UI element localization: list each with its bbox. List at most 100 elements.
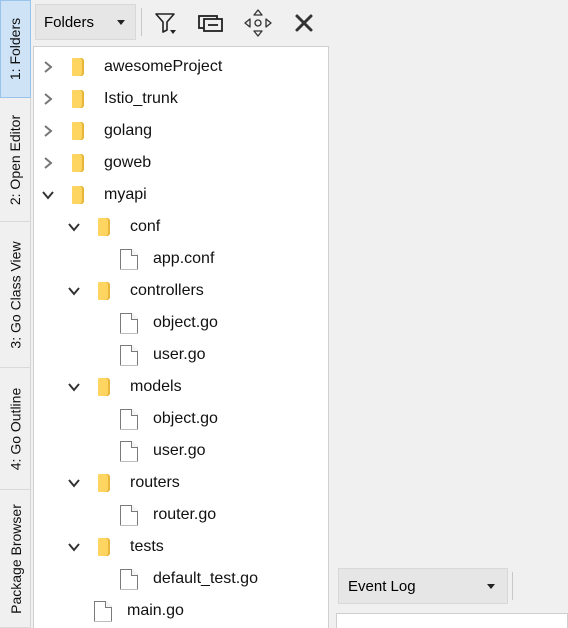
tree-file-row[interactable]: object.go xyxy=(34,307,328,339)
chevron-down-icon xyxy=(487,584,495,589)
tree-item-label: routers xyxy=(130,474,180,491)
filter-button[interactable] xyxy=(151,8,181,38)
tree-item-label: default_test.go xyxy=(153,570,258,587)
tree-item-label: goweb xyxy=(104,154,152,171)
chevron-down-icon[interactable] xyxy=(66,219,82,235)
tree-file-row[interactable]: router.go xyxy=(34,499,328,531)
tree-file-row[interactable]: default_test.go xyxy=(34,563,328,595)
file-icon xyxy=(94,600,112,622)
toolbar-divider xyxy=(141,8,142,36)
folder-icon xyxy=(98,378,110,396)
chevron-right-icon[interactable] xyxy=(40,91,56,107)
file-icon xyxy=(120,408,138,430)
tab-open-editor[interactable]: 2: Open Editor xyxy=(0,98,31,222)
chevron-down-icon xyxy=(117,20,125,25)
chevron-right-icon[interactable] xyxy=(40,155,56,171)
tree-item-label: object.go xyxy=(153,410,218,427)
collapse-all-button[interactable] xyxy=(195,8,225,38)
file-icon xyxy=(120,312,138,334)
chevron-down-icon[interactable] xyxy=(66,475,82,491)
folder-icon xyxy=(72,58,84,76)
tree-folder-row[interactable]: myapi xyxy=(34,179,328,211)
tree-item-label: conf xyxy=(130,218,161,235)
tree-item-label: models xyxy=(130,378,182,395)
event-log-label: Event Log xyxy=(348,577,416,595)
file-icon xyxy=(120,568,138,590)
chevron-down-icon[interactable] xyxy=(66,539,82,555)
tree-file-row[interactable]: app.conf xyxy=(34,243,328,275)
tree-indent-spacer xyxy=(92,411,108,427)
tree-folder-row[interactable]: goweb xyxy=(34,147,328,179)
tree-folder-row[interactable]: controllers xyxy=(34,275,328,307)
tree-item-label: awesomeProject xyxy=(104,58,223,75)
folders-dropdown-label: Folders xyxy=(44,13,95,31)
tree-folder-row[interactable]: awesomeProject xyxy=(34,51,328,83)
event-log-divider xyxy=(512,572,513,600)
folder-icon xyxy=(72,90,84,108)
chevron-right-icon[interactable] xyxy=(40,123,56,139)
tree-indent-spacer xyxy=(92,507,108,523)
tree-item-label: Istio_trunk xyxy=(104,90,178,107)
tree-folder-row[interactable]: tests xyxy=(34,531,328,563)
filter-icon xyxy=(155,13,176,34)
tree-file-row[interactable]: user.go xyxy=(34,339,328,371)
event-log-dropdown[interactable]: Event Log xyxy=(338,568,508,604)
file-icon xyxy=(120,248,138,270)
move-icon xyxy=(244,9,272,37)
editor-area xyxy=(330,0,568,628)
chevron-down-icon[interactable] xyxy=(66,379,82,395)
tab-folders[interactable]: 1: Folders xyxy=(0,0,31,98)
folders-dropdown[interactable]: Folders xyxy=(35,4,136,40)
chevron-down-icon[interactable] xyxy=(66,283,82,299)
tab-go-class-view-label: 3: Go Class View xyxy=(7,240,24,349)
tree-indent-spacer xyxy=(92,571,108,587)
tree-folder-row[interactable]: routers xyxy=(34,467,328,499)
chevron-right-icon[interactable] xyxy=(40,59,56,75)
folder-icon xyxy=(72,186,84,204)
collapse-all-icon xyxy=(198,15,223,32)
chevron-down-icon[interactable] xyxy=(40,187,56,203)
tree-folder-row[interactable]: Istio_trunk xyxy=(34,83,328,115)
folder-icon xyxy=(98,474,110,492)
tab-go-class-view[interactable]: 3: Go Class View xyxy=(0,222,31,368)
tab-go-outline[interactable]: 4: Go Outline xyxy=(0,368,31,490)
tree-item-label: controllers xyxy=(130,282,204,299)
tree-file-row[interactable]: object.go xyxy=(34,403,328,435)
tree-item-label: main.go xyxy=(127,602,184,619)
event-log-panel xyxy=(336,613,568,628)
tree-indent-spacer xyxy=(92,443,108,459)
tree-item-label: golang xyxy=(104,122,153,139)
tree-indent-spacer xyxy=(66,603,82,619)
tree-file-row[interactable]: main.go xyxy=(34,595,328,627)
tree-item-label: user.go xyxy=(153,346,206,363)
folder-icon xyxy=(72,122,84,140)
tree-folder-row[interactable]: conf xyxy=(34,211,328,243)
close-panel-button[interactable] xyxy=(289,8,319,38)
tree-item-label: user.go xyxy=(153,442,206,459)
tab-package-browser[interactable]: Package Browser xyxy=(0,490,31,628)
tree-indent-spacer xyxy=(92,347,108,363)
tab-package-browser-label: Package Browser xyxy=(7,503,24,614)
tree-folder-row[interactable]: golang xyxy=(34,115,328,147)
tree-indent-spacer xyxy=(92,315,108,331)
tree-item-label: myapi xyxy=(104,186,147,203)
tree-item-label: app.conf xyxy=(153,250,215,267)
file-icon xyxy=(120,344,138,366)
tab-open-editor-label: 2: Open Editor xyxy=(7,114,24,205)
folder-icon xyxy=(98,538,110,556)
folder-icon xyxy=(98,282,110,300)
tree-folder-row[interactable]: models xyxy=(34,371,328,403)
folders-toolbar: Folders xyxy=(33,0,329,46)
tree-item-label: router.go xyxy=(153,506,217,523)
close-icon xyxy=(295,14,313,32)
move-panel-button[interactable] xyxy=(243,8,273,38)
tree-file-row[interactable]: user.go xyxy=(34,435,328,467)
folder-icon xyxy=(98,218,110,236)
tree-item-label: tests xyxy=(130,538,164,555)
side-tab-bar: 1: Folders 2: Open Editor 3: Go Class Vi… xyxy=(0,0,31,628)
file-icon xyxy=(120,504,138,526)
folder-icon xyxy=(72,154,84,172)
tab-folders-label: 1: Folders xyxy=(7,17,24,81)
tab-go-outline-label: 4: Go Outline xyxy=(7,387,24,470)
